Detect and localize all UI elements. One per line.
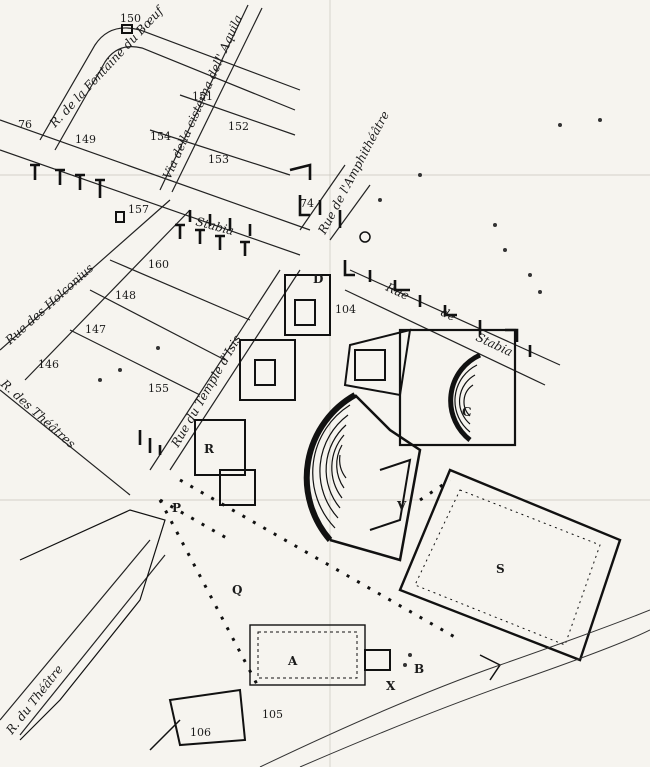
marker-157 [115,211,125,223]
block-number-152: 152 [228,120,249,133]
area-label-D: D [313,272,323,286]
colonnade-dots [158,478,461,691]
block-number-150: 150 [120,12,141,25]
street-label-theatres: R. des Théâtres [0,376,78,451]
area-label-Q: Q [232,583,242,597]
temple-structures [194,274,412,506]
area-label-C: C [462,405,472,419]
west-road [19,509,247,751]
block-number-157: 157 [128,203,149,216]
block-number-76: 76 [18,118,32,131]
area-label-B: B [414,662,424,676]
street-label-stabia-east-stabia: Stabia [474,330,515,359]
large-theatre [303,392,422,562]
scattered-markers [98,118,602,667]
small-theatre [398,328,517,447]
block-number-160: 160 [148,258,169,271]
block-number-151: 151 [192,90,213,103]
slope-hatching [259,609,650,767]
block-number-146: 146 [38,358,59,371]
street-label-stabia-east-rue: Rue [383,280,411,303]
block-number-74: 74 [300,197,314,210]
area-label-V: V [396,499,407,513]
portico-square [398,468,622,662]
street-label-amphitheatre: Rue de l'Amphithéâtre [315,109,392,238]
block-number-106: 106 [190,726,211,739]
street-label-fontaine-du-boeuf: R. de la Fontaine du Bœuf [46,2,167,131]
block-number-153: 153 [208,153,229,166]
area-label-R: R [204,442,215,456]
block-number-104: 104 [335,303,356,316]
area-label-X: X [386,679,396,693]
block-number-148: 148 [115,289,136,302]
block-number-154: 154 [150,130,171,143]
area-label-P: P [172,501,181,515]
street-lines [0,4,561,736]
area-label-S: S [496,562,505,576]
block-number-155: 155 [148,382,169,395]
block-number-105: 105 [262,708,283,721]
block-number-147: 147 [85,323,106,336]
area-label-A: A [287,654,298,668]
street-label-holconius: Rue des Holconius [2,261,96,348]
shop-walls [30,163,532,455]
street-label-stabia-east-de: de [439,305,458,324]
marker-150 [121,24,133,34]
block-number-149: 149 [75,133,96,146]
